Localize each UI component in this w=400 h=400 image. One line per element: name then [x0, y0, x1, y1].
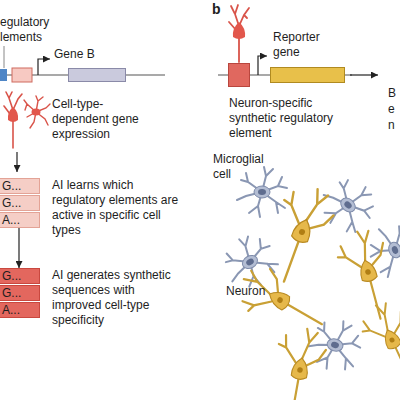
synthetic-sequence-box-text: G...: [2, 286, 38, 300]
cell-label: Microglial cell: [213, 152, 275, 182]
sequence-box-text: G...: [2, 179, 38, 193]
regulatory-element: [0, 69, 7, 81]
sequence-box: G...: [0, 178, 40, 194]
flow-arrow: [16, 152, 17, 172]
microglia-cell: [304, 314, 365, 375]
sequence-box-text: G...: [2, 196, 38, 210]
leader-line: [4, 46, 5, 68]
microglia-cell: [313, 170, 383, 240]
sequence-box: G...: [0, 195, 40, 211]
synthetic-sequence-box: G...: [0, 285, 40, 301]
flow-arrow: [350, 74, 378, 75]
step-note: Cell-type-dependent gene expression: [52, 97, 147, 142]
cropped-text: e: [388, 102, 400, 117]
promoter-arrow: [38, 59, 50, 75]
glial-icon: [32, 109, 41, 116]
cropped-text: n: [388, 118, 400, 133]
panel-heading: egulatory lements: [0, 15, 58, 45]
neuron-icon: [233, 22, 245, 39]
flow-arrow: [18, 228, 19, 268]
synthetic-sequence-box: A...: [0, 302, 40, 318]
sequence-box: A...: [0, 212, 40, 228]
synthetic-sequence-box: G...: [0, 268, 40, 284]
reporter-gene-box-text: Reporter gene: [273, 30, 343, 60]
synthetic-sequence-box-text: G...: [2, 269, 38, 283]
neuron-icon: [229, 5, 249, 62]
regulatory-element: [12, 68, 32, 82]
panel-letter: b: [212, 2, 232, 17]
microglia-cell: [237, 167, 287, 217]
step-note: AI learns which regulatory elements are …: [52, 178, 182, 238]
neuron-cell: [355, 297, 400, 389]
regulatory-element-box: Neuron-specific synthetic regulatory ele…: [228, 63, 250, 87]
sequence-box-text: A...: [2, 213, 38, 227]
cropped-text: B: [388, 86, 400, 101]
regulatory-element-box-text: Neuron-specific synthetic regulatory ele…: [229, 96, 354, 141]
synthetic-sequence-box-text: A...: [2, 303, 38, 317]
neuron-icon: [4, 92, 22, 148]
neuron-cell: [258, 180, 340, 290]
gene-box: Gene B: [68, 68, 126, 82]
step-note: AI generates synthetic sequences with im…: [52, 268, 182, 328]
glial-icon: [24, 96, 50, 128]
neuron-cell: [267, 324, 329, 400]
cell-label: Neuron: [226, 284, 276, 299]
promoter-arrow: [258, 56, 267, 75]
neuron-icon: [8, 107, 18, 122]
gene-box-text: Gene B: [54, 47, 124, 62]
neuron-cell: [333, 226, 400, 325]
reporter-gene-box: Reporter gene: [270, 67, 345, 83]
